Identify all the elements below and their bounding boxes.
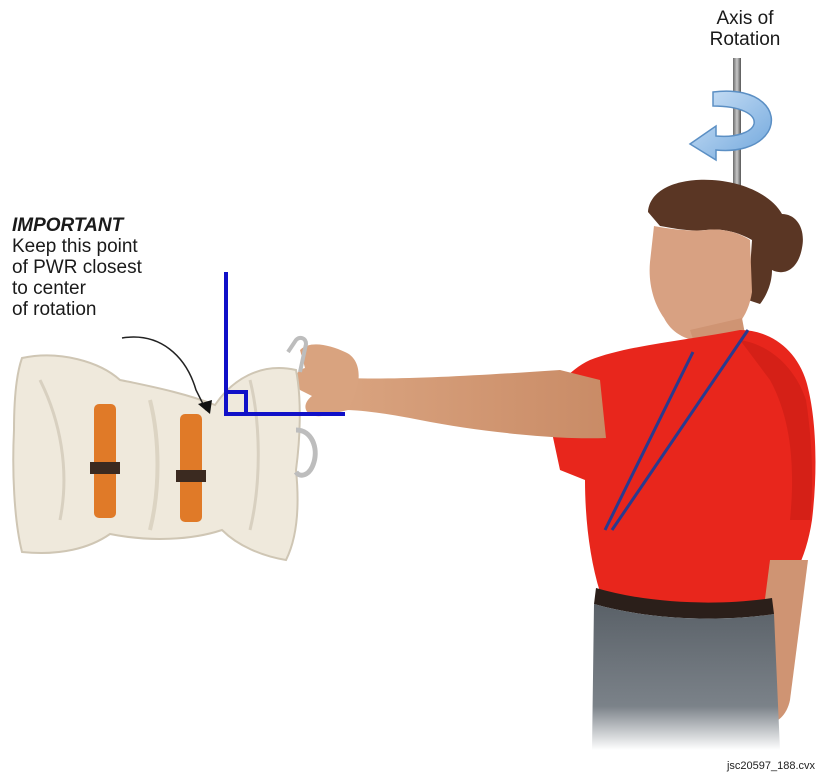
strap-left [94,404,116,518]
pwr-bag [13,338,315,560]
note-heading: IMPORTANT [12,215,212,236]
rotation-axis-rod [733,58,741,188]
note-line-2: of PWR closest [12,257,212,278]
note-line-1: Keep this point [12,236,212,257]
important-note: IMPORTANT Keep this point of PWR closest… [12,215,212,320]
axis-label-line1: Axis of [690,8,800,29]
note-line-3: to center [12,278,212,299]
axis-label-line2: Rotation [690,29,800,50]
axis-of-rotation-label: Axis of Rotation [690,8,800,50]
person [296,180,816,750]
rotation-arrow-icon [690,91,771,160]
strap-right [180,414,202,522]
figure-id: jsc20597_188.cvx [727,760,815,772]
note-line-4: of rotation [12,299,212,320]
